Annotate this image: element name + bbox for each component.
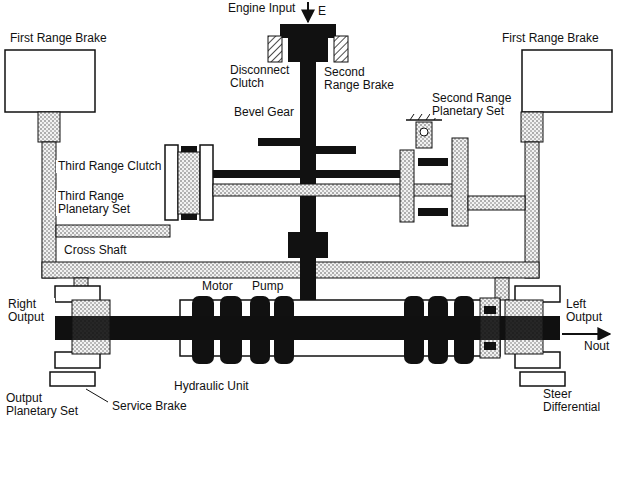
main-vertical-shaft-part — [288, 232, 328, 258]
service-brakes-part — [86, 389, 108, 402]
third-range-clutch-part — [181, 146, 197, 152]
engine-input-arrow — [308, 2, 309, 22]
part-label: First Range Brake — [500, 32, 601, 45]
main-horizontal-shaft — [213, 170, 458, 196]
first-range-brakes-part — [42, 142, 56, 278]
bevel-gear-part — [316, 146, 356, 154]
third-range-clutch-part — [178, 152, 200, 214]
third-range-clutch — [56, 145, 213, 237]
second-range-brake-part — [406, 119, 442, 121]
part-label: Output Planetary Set — [4, 392, 88, 418]
first-range-brakes-part — [5, 50, 95, 112]
cross-shaft-part — [42, 262, 539, 278]
first-range-brakes-part — [38, 112, 60, 142]
main-horizontal-shaft-part — [316, 170, 408, 178]
part-label: Second Range Brake — [322, 66, 402, 92]
cross-shaft — [42, 262, 539, 300]
part-label: E — [316, 5, 328, 18]
output-shaft — [55, 316, 560, 340]
part-label: Hydraulic Unit — [172, 380, 251, 393]
second-range-planetary — [300, 138, 525, 234]
part-label: Engine Input — [226, 2, 297, 15]
second-range-brake-part — [420, 128, 428, 136]
first-range-brakes-part — [525, 142, 539, 278]
main-horizontal-shaft-part — [213, 170, 300, 178]
part-label: Steer Differential — [541, 388, 613, 414]
part-label: Motor — [200, 280, 235, 293]
main-vertical-shaft-part — [300, 38, 316, 316]
second-range-planetary-part — [418, 158, 448, 166]
disconnect-clutch-part — [268, 36, 282, 62]
third-range-clutch-part — [56, 225, 170, 237]
third-range-clutch-part — [165, 145, 178, 220]
service-brakes-part — [520, 372, 565, 386]
part-label: Service Brake — [110, 400, 189, 413]
output-arrow — [562, 334, 610, 335]
part-label: Pump — [250, 280, 285, 293]
output-arrow-part — [562, 333, 610, 335]
bevel-gear-part — [258, 138, 300, 146]
engine-input-arrow-part — [307, 2, 309, 22]
part-label: Third Range Planetary Set — [56, 190, 146, 216]
part-label: Third Range Clutch — [56, 160, 163, 173]
part-label: Bevel Gear — [232, 106, 296, 119]
disconnect-clutch — [268, 24, 348, 62]
second-range-brake-part — [418, 114, 422, 120]
second-range-planetary-part — [400, 150, 414, 222]
steer-differential-part — [484, 306, 496, 314]
part-label: Second Range Planetary Set — [430, 92, 520, 118]
disconnect-clutch-part — [288, 38, 328, 62]
part-label: Nout — [582, 340, 611, 353]
second-range-planetary-part — [452, 138, 468, 226]
first-range-brakes-part — [522, 50, 612, 112]
cross-shaft-part — [495, 278, 509, 300]
part-label: Left Output — [564, 298, 613, 324]
output-planetary-sets — [55, 286, 560, 368]
second-range-planetary-part — [468, 196, 525, 210]
second-range-brake-part — [410, 114, 414, 120]
part-label: Right Output — [6, 298, 55, 324]
disconnect-clutch-part — [280, 24, 336, 38]
part-label: Disconnect Clutch — [228, 64, 298, 90]
first-range-brakes-part — [521, 112, 543, 142]
bevel-gear — [258, 138, 356, 154]
steer-differential-part — [484, 342, 496, 350]
third-range-clutch-part — [181, 214, 197, 220]
main-horizontal-shaft-part — [213, 184, 458, 196]
service-brakes — [50, 372, 565, 402]
service-brakes-part — [50, 372, 95, 386]
second-range-brake — [406, 114, 442, 148]
part-label: First Range Brake — [8, 32, 109, 45]
disconnect-clutch-part — [334, 36, 348, 62]
output-shaft-part — [55, 316, 560, 340]
second-range-planetary-part — [418, 208, 448, 216]
part-label: Cross Shaft — [62, 244, 129, 257]
third-range-clutch-part — [200, 145, 213, 220]
output-planetary-sets-part — [55, 316, 560, 340]
second-range-brake-part — [416, 122, 432, 148]
